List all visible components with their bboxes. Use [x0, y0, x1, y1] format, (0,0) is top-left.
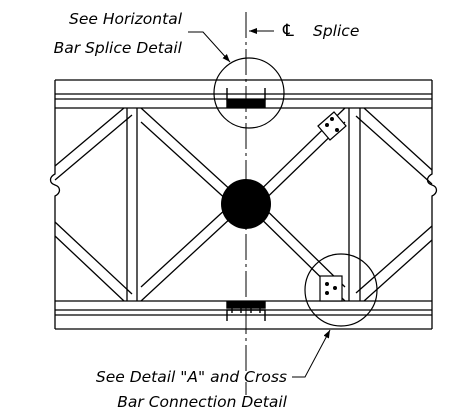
- top-note-leader: [188, 31, 231, 63]
- lower-gusset-plate: [319, 275, 343, 302]
- top-chord: [55, 79, 432, 109]
- detail-a-callout: [304, 253, 378, 327]
- bottom-note-line2: Bar Connection Detail: [117, 393, 287, 411]
- right-break-edge: [426, 80, 438, 329]
- left-break-edge: [49, 80, 61, 329]
- bottom-note-leader: [292, 329, 331, 378]
- bottom-bar-splice: [226, 301, 266, 321]
- bottom-note-line1: See Detail "A" and Cross: [96, 368, 287, 386]
- top-note-line1: See Horizontal: [69, 10, 183, 28]
- top-splice-detail-callout: [213, 57, 285, 129]
- top-bar-splice: [226, 88, 266, 108]
- top-note-line2: Bar Splice Detail: [54, 39, 183, 57]
- centerline-label: Splice: [313, 22, 359, 40]
- vertical-posts: [126, 108, 361, 301]
- centerline-symbol: ℄: [282, 21, 294, 41]
- upper-gusset-plate: [317, 111, 347, 141]
